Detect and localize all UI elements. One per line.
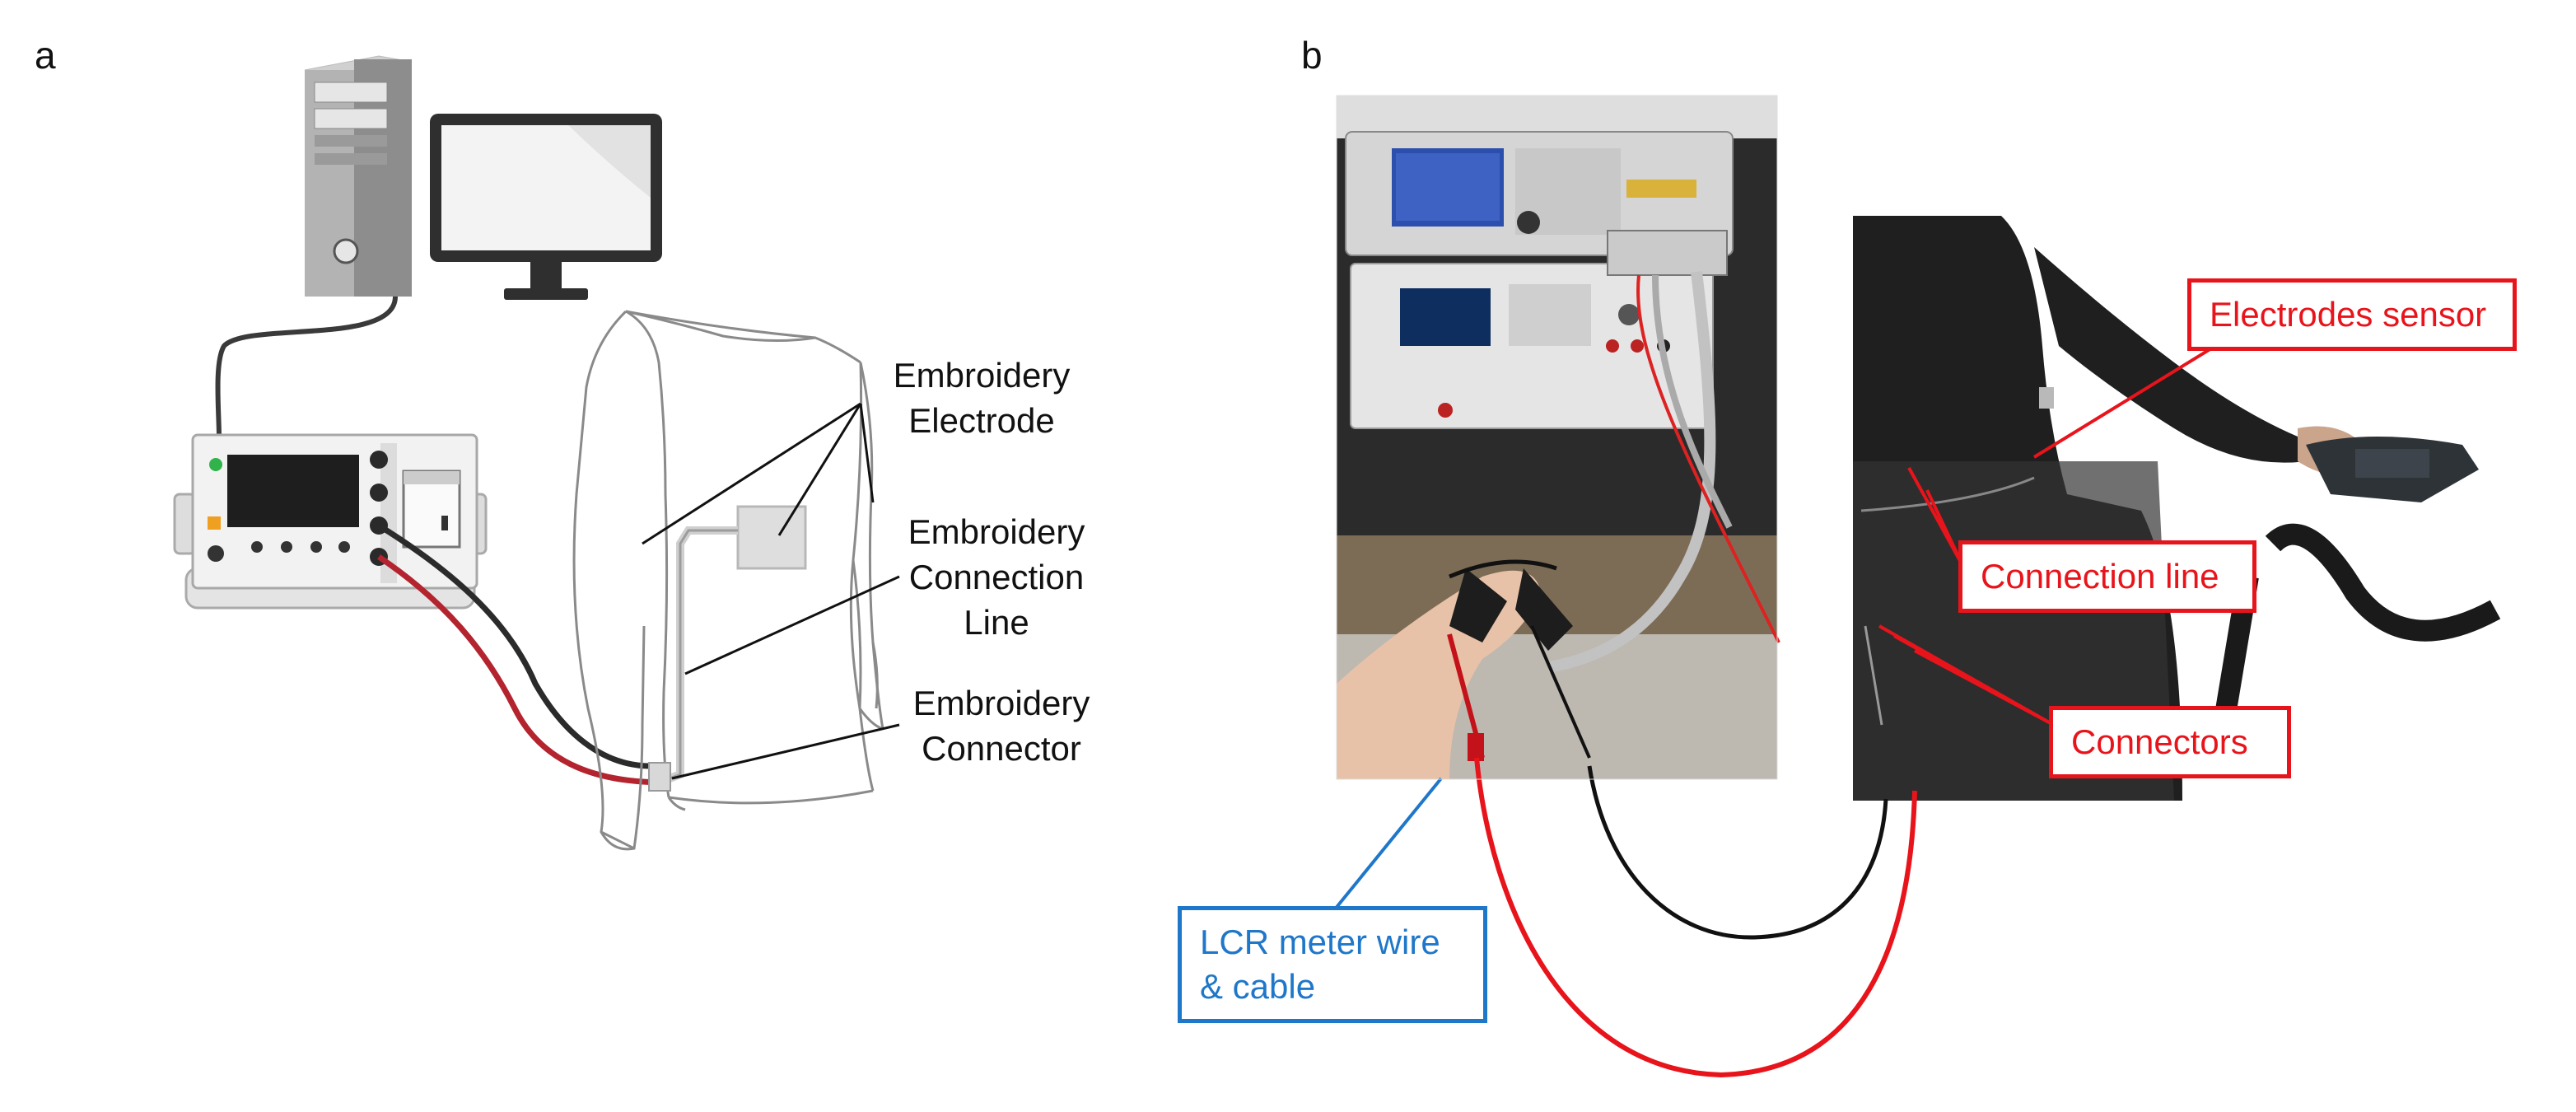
label-embroidery-connector: Embroidery Connector [912,684,1090,768]
callout-lcr-meter-wire: LCR meter wire & cable [1178,906,1487,1023]
shirt-illustration [572,310,884,851]
embroidery-connector-patch [648,762,671,792]
lcr-black-lead [377,523,651,769]
monitor-icon [430,114,662,300]
pc-cable [215,296,398,437]
panel-a-leader-lines [642,402,900,780]
red-measurement-wire [1474,757,1917,1078]
lab-equipment-photo [1337,96,1780,779]
panel-label-b: b [1301,34,1323,77]
lcr-red-lead [377,554,666,786]
embroidery-electrode-patch [736,505,807,570]
callout-connection-line: Connection line [1958,540,2256,613]
black-measurement-wire [1587,765,1888,940]
lcr-meter-icon [173,433,488,610]
label-embroidery-electrode: Embroidery Electrode [893,356,1071,440]
lcr-callout-line [1332,777,1443,912]
callout-connectors: Connectors [2049,706,2291,778]
callout-electrodes-sensor: Electrodes sensor [2187,278,2517,351]
computer-tower-icon [304,55,413,297]
label-embroidery-connection-line: Embroidery Connection Line [908,512,1085,642]
panel-label-a: a [35,34,56,77]
